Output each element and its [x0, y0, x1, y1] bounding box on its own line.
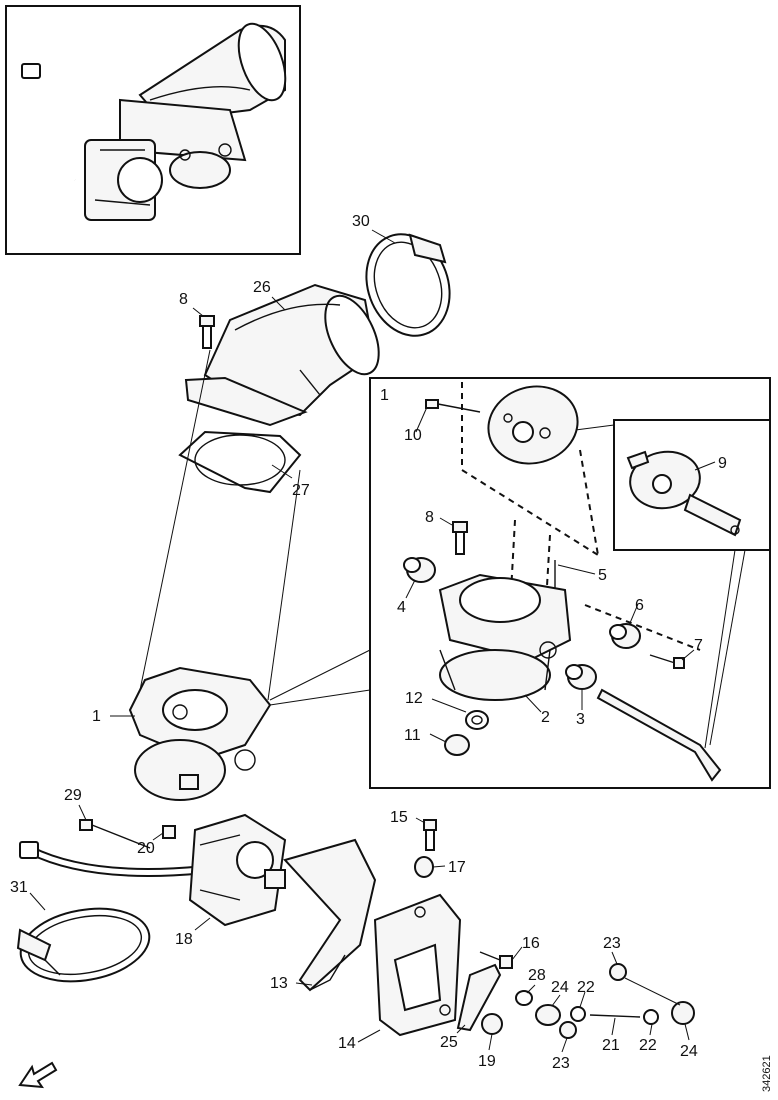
callout-25: 25	[440, 1034, 458, 1051]
rod-end-24-right	[671, 1001, 695, 1025]
rod-end-24-left	[535, 1004, 561, 1026]
callout-5: 5	[598, 567, 607, 584]
elbow-pipe-26	[203, 283, 380, 417]
bolt-8-main	[199, 315, 215, 349]
nut-23-lower	[559, 1021, 577, 1039]
center-line	[267, 469, 301, 701]
callout-3: 3	[576, 711, 585, 728]
gasket-27	[178, 430, 302, 494]
document-number: 342621	[761, 1055, 773, 1092]
assembly-line	[584, 604, 701, 651]
washer-22-left	[570, 1006, 586, 1022]
callout-10: 10	[404, 427, 422, 444]
valve-housing-1	[128, 666, 272, 801]
callout-31: 31	[10, 879, 28, 896]
bushing-6	[609, 623, 641, 649]
callout-leaders	[29, 229, 716, 1053]
direction-arrow-icon	[18, 1061, 58, 1089]
bracket-14	[373, 893, 462, 1037]
callout-9: 9	[718, 455, 727, 472]
bracket-13	[283, 838, 377, 992]
detail-inset-frame: 1	[269, 377, 771, 789]
bolt-7	[649, 654, 685, 669]
callout-1: 1	[92, 708, 101, 725]
assembly-line	[461, 382, 599, 556]
washer-22-right	[643, 1009, 659, 1025]
callout-labels: 30 26 8 27 1 29 20 31 18 15 17 16 13 14 …	[10, 213, 727, 1072]
callout-22: 22	[639, 1037, 657, 1054]
callout-14: 14	[338, 1035, 356, 1052]
screw-10	[425, 399, 481, 413]
nut-23-upper	[609, 963, 681, 1006]
callout-30: 30	[352, 213, 370, 230]
callout-24: 24	[551, 979, 569, 996]
bushing-4	[403, 557, 436, 583]
callout-24: 24	[680, 1043, 698, 1060]
callout-8: 8	[179, 291, 188, 308]
long-shaft	[596, 688, 722, 782]
assembled-view-inset	[5, 5, 301, 255]
callout-23: 23	[603, 935, 621, 952]
callout-28: 28	[528, 967, 546, 984]
callout-13: 13	[270, 975, 288, 992]
callout-26: 26	[253, 279, 271, 296]
spacer-17	[414, 856, 434, 878]
lever-9	[626, 450, 742, 537]
actuator-18	[188, 813, 287, 927]
cap-nut-11	[444, 734, 470, 756]
washer-12	[465, 710, 489, 730]
valve-housing-2	[438, 573, 572, 701]
nut-20	[162, 825, 176, 839]
callout-6: 6	[635, 597, 644, 614]
callout-21: 21	[602, 1037, 620, 1054]
callout-22: 22	[577, 979, 595, 996]
callout-16: 16	[522, 935, 540, 952]
callout-8: 8	[425, 509, 434, 526]
callout-19: 19	[478, 1053, 496, 1070]
callout-23: 23	[552, 1055, 570, 1072]
callout-20: 20	[137, 840, 155, 857]
flange-plate	[184, 376, 308, 427]
callout-2: 2	[541, 709, 550, 726]
callout-27: 27	[292, 482, 310, 499]
assembly-line	[509, 519, 516, 611]
lever-25	[456, 963, 502, 1032]
bolt-8-inset	[452, 521, 468, 555]
valve-disc	[487, 385, 579, 465]
nut-16	[479, 951, 513, 969]
nut-19	[481, 1013, 503, 1035]
callout-29: 29	[64, 787, 82, 804]
clamp-30	[365, 233, 451, 337]
clamp-31	[16, 907, 151, 983]
callout-12: 12	[405, 690, 423, 707]
callout-18: 18	[175, 931, 193, 948]
center-line	[139, 349, 211, 691]
callout-4: 4	[397, 599, 406, 616]
callout-15: 15	[390, 809, 408, 826]
threaded-rod-21	[589, 1014, 641, 1018]
callout-7: 7	[694, 637, 703, 654]
washer-28	[515, 990, 533, 1006]
assembly-line	[579, 449, 599, 556]
callout-11: 11	[404, 727, 421, 744]
bolt-15	[423, 819, 437, 851]
callout-17: 17	[448, 859, 466, 876]
bushing-3	[565, 664, 597, 690]
hose	[19, 841, 201, 877]
detail-inset-label: 1	[380, 387, 389, 404]
